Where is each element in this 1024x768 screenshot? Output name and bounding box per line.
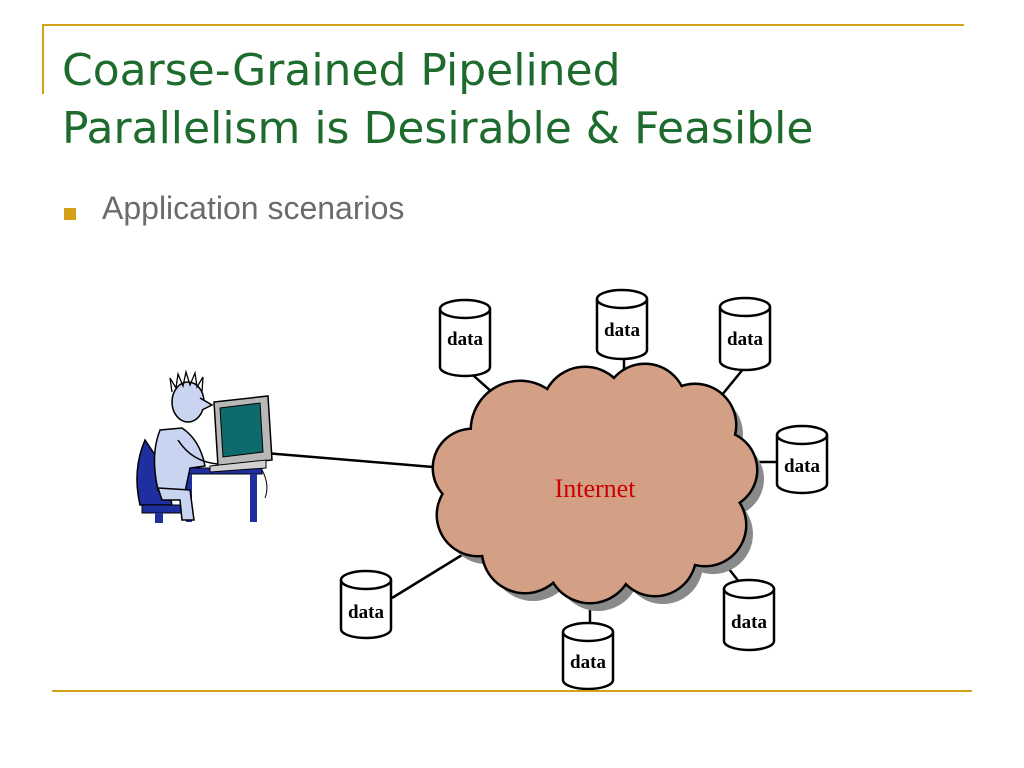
internet-label: Internet (555, 474, 637, 503)
user-link-line (264, 451, 446, 470)
database-cylinder-icon: data (438, 298, 492, 378)
left-rule (42, 24, 44, 94)
database-label: data (731, 612, 767, 633)
bottom-rule (52, 690, 972, 692)
database-label: data (784, 456, 820, 477)
bullet-text: Application scenarios (102, 190, 405, 226)
slide-title-line-1: Coarse-Grained Pipelined (62, 45, 621, 96)
bullet-marker (64, 208, 76, 220)
database-label: data (604, 320, 640, 341)
database-label: data (570, 652, 606, 673)
user-at-computer-icon (136, 369, 273, 523)
internet-cloud-icon: Internet (434, 365, 764, 611)
database-label: data (727, 329, 763, 350)
database-cylinder-icon: data (339, 569, 393, 640)
top-rule (42, 24, 964, 26)
link-line-db7 (391, 553, 463, 600)
database-cylinder-icon: data (718, 296, 772, 372)
database-label: data (348, 602, 384, 623)
database-cylinder-icon: data (561, 621, 615, 691)
database-cylinder-icon: data (722, 578, 776, 652)
database-cylinder-icon: data (595, 288, 649, 361)
slide-title-line-2: Parallelism is Desirable & Feasible (62, 103, 814, 154)
database-label: data (447, 329, 483, 350)
slide-title: Coarse-Grained Pipelined Parallelism is … (62, 42, 962, 158)
database-cylinder-icon: data (775, 424, 829, 495)
